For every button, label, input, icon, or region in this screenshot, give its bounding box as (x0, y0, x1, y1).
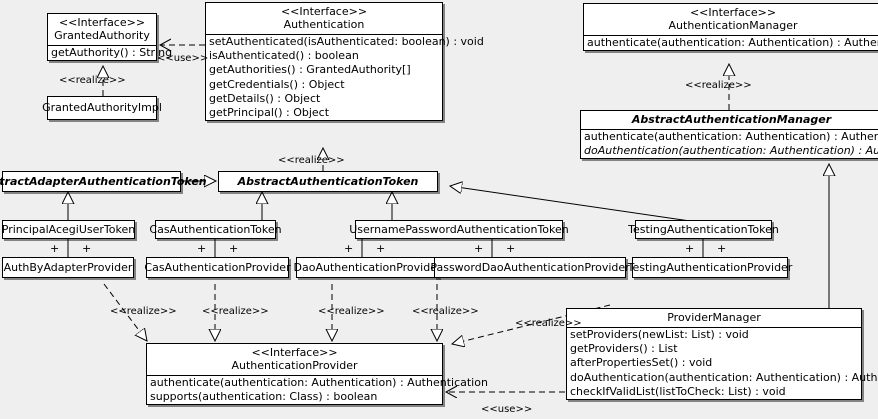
stereotype-label: <<Interface>> (280, 5, 368, 18)
association-end-plus: + (376, 242, 386, 255)
operations-compartment: getAuthority() : String (48, 45, 173, 60)
operation: getPrincipal() : Object (209, 106, 330, 120)
operation: getAuthorities() : GrantedAuthority[] (209, 63, 411, 77)
class-username-password-authentication-token[interactable]: UsernamePasswordAuthenticationToken (349, 220, 569, 239)
class-auth-by-adapter-provider[interactable]: AuthByAdapterProvider (2, 257, 134, 278)
class-name: AbstractAuthenticationManager (631, 113, 832, 126)
class-dao-authentication-provider[interactable]: DaoAuthenticationProvider (294, 257, 442, 278)
operation: authenticate(authentication: Authenticat… (150, 376, 488, 389)
operations-compartment: authenticate(authentication: Authenticat… (147, 375, 488, 404)
operation: isAuthenticated() : boolean (209, 49, 359, 63)
operations-compartment: authenticate(authentication: Authenticat… (584, 35, 878, 50)
class-header: ProviderManager (567, 309, 861, 327)
class-name: AbstractAuthenticationToken (237, 174, 419, 188)
class-name: Authentication (283, 18, 365, 31)
association-end-plus: + (50, 242, 60, 255)
operation: authenticate(authentication: Authenticat… (584, 130, 878, 143)
class-principal-acegi-user-token[interactable]: PrincipalAcegiUserToken (2, 220, 135, 239)
edge-label-use-providermanager: <<use>> (481, 404, 533, 415)
stereotype-label: <<Interface>> (251, 346, 338, 359)
association-end-plus: + (685, 242, 695, 255)
edge-label-realize-authentication: <<realize>> (278, 155, 345, 166)
association-end-plus: + (344, 242, 354, 255)
class-header: <<Interface>> Authentication (206, 3, 442, 34)
association-end-plus: + (229, 242, 239, 255)
class-abstract-authentication-manager[interactable]: AbstractAuthenticationManager authentica… (580, 110, 878, 160)
stereotype-label: <<Interface>> (58, 16, 146, 29)
class-name: AuthenticationProvider (231, 359, 358, 372)
class-cas-authentication-provider[interactable]: CasAuthenticationProvider (144, 257, 291, 278)
operation: setAuthenticated(isAuthenticated: boolea… (209, 35, 484, 48)
association-end-plus: + (717, 242, 727, 255)
operation: getProviders() : List (570, 342, 678, 356)
edge-label-realize-cas: <<realize>> (202, 306, 269, 317)
class-header: AbstractAuthenticationManager (581, 111, 878, 129)
operation: afterPropertiesSet() : void (570, 356, 713, 370)
class-header: <<Interface>> AuthenticationManager (584, 4, 878, 35)
operation: supports(authentication: Class) : boolea… (150, 390, 378, 404)
class-name: TestingAuthenticationProvider (627, 260, 793, 274)
class-name: PasswordDaoAuthenticationProvider (430, 260, 630, 274)
class-granted-authority-impl[interactable]: GrantedAuthorityImpl (42, 96, 162, 120)
edge-label-realize-providermanager: <<realize>> (515, 318, 582, 329)
class-header: <<Interface>> AuthenticationProvider (147, 344, 442, 375)
class-authentication-provider[interactable]: <<Interface>> AuthenticationProvider aut… (146, 343, 488, 406)
class-abstract-adapter-authentication-token[interactable]: AbstractAdapterAuthenticationToken (0, 171, 207, 192)
stereotype-label: <<Interface>> (689, 6, 777, 19)
operations-compartment: setAuthenticated(isAuthenticated: boolea… (206, 34, 484, 120)
class-name: AuthenticationManager (668, 19, 798, 32)
association-end-plus: + (197, 242, 207, 255)
class-provider-manager[interactable]: ProviderManager setProviders(newList: Li… (566, 308, 878, 401)
edge-label-realize-dao: <<realize>> (318, 306, 385, 317)
class-name: GrantedAuthorityImpl (42, 101, 162, 114)
class-name: TestingAuthenticationToken (628, 222, 779, 236)
edge-label-realize-authbyadapter: <<realize>> (110, 306, 177, 317)
class-testing-authentication-provider[interactable]: TestingAuthenticationProvider (628, 257, 792, 278)
class-name: AbstractAdapterAuthenticationToken (0, 174, 207, 188)
operation: checkIfValidList(listToCheck: List) : vo… (570, 384, 786, 398)
class-testing-authentication-token[interactable]: TestingAuthenticationToken (628, 220, 779, 239)
class-name: PrincipalAcegiUserToken (1, 222, 136, 236)
operation: doAuthentication(authentication: Authent… (570, 370, 878, 384)
class-name: DaoAuthenticationProvider (293, 260, 442, 274)
class-name: CasAuthenticationProvider (144, 260, 291, 274)
association-end-plus: + (82, 242, 92, 255)
operation: getAuthority() : String (51, 46, 173, 59)
class-name: UsernamePasswordAuthenticationToken (349, 222, 569, 236)
operation: doAuthentication(authentication: Authent… (584, 144, 878, 158)
class-name: CasAuthenticationToken (149, 222, 282, 236)
operation: setProviders(newList: List) : void (570, 328, 749, 341)
operation: getDetails() : Object (209, 91, 321, 105)
edge-label-realize-passworddao: <<realize>> (412, 306, 479, 317)
class-name: GrantedAuthority (54, 29, 150, 42)
edge-testingauthenticationtoken-extends-abstracttoken (450, 186, 691, 222)
operations-compartment: setProviders(newList: List) : void getPr… (567, 327, 878, 399)
edge-label-realize-authentication-manager: <<realize>> (685, 80, 752, 91)
association-end-plus: + (506, 242, 516, 255)
class-name: ProviderManager (667, 311, 761, 324)
edge-label-use-granted-authority: <<use>> (157, 53, 209, 64)
class-password-dao-authentication-provider[interactable]: PasswordDaoAuthenticationProvider (430, 257, 630, 278)
operation: authenticate(authentication: Authenticat… (587, 36, 878, 49)
class-abstract-authentication-token[interactable]: AbstractAuthenticationToken (218, 171, 438, 192)
class-cas-authentication-token[interactable]: CasAuthenticationToken (149, 220, 282, 239)
class-authentication[interactable]: <<Interface>> Authentication setAuthenti… (205, 2, 484, 122)
edge-label-realize-granted-authority: <<realize>> (59, 75, 126, 86)
operations-compartment: authenticate(authentication: Authenticat… (581, 129, 878, 158)
class-granted-authority[interactable]: <<Interface>> GrantedAuthority getAuthor… (47, 13, 173, 62)
class-authentication-manager[interactable]: <<Interface>> AuthenticationManager auth… (583, 3, 878, 52)
association-end-plus: + (474, 242, 484, 255)
class-name: AuthByAdapterProvider (3, 260, 133, 274)
class-header: <<Interface>> GrantedAuthority (48, 14, 156, 45)
operation: getCredentials() : Object (209, 77, 345, 91)
